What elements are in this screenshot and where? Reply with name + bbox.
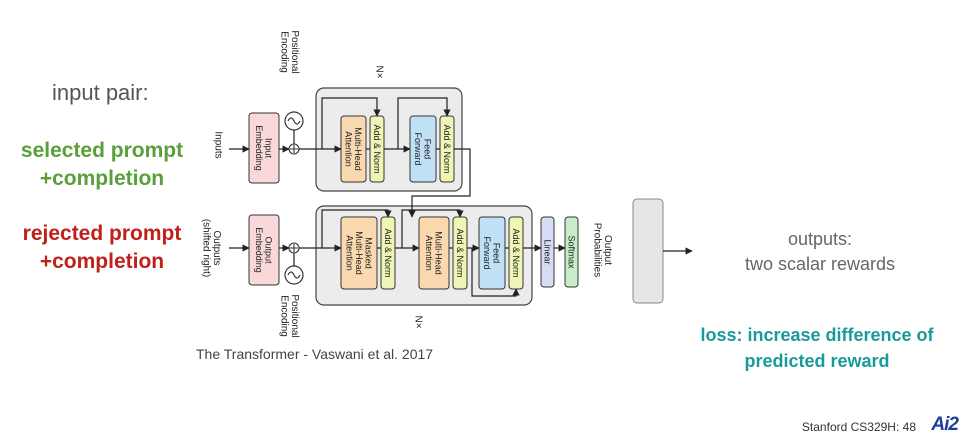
loss-label: loss: increase difference of predicted r… [700,322,933,374]
rejected-line-2: +completion [39,250,165,273]
encoder-add-norm-2-label: Add & Norm [442,124,452,173]
decoder-sum-icon-cross [290,244,298,252]
masked-attention-block-label: MaskedMulti-HeadAttention [344,231,373,275]
softmax-block-label: Softmax [566,235,576,269]
loss-line-1: loss: increase difference of [700,325,934,345]
decoder-positional-encoding-label: PositionalEncoding [278,294,300,337]
cross-attention-block [418,216,450,290]
decoder-add-norm-1-label: Add & Norm [383,228,393,277]
residual-dec-2 [401,209,464,248]
selected-line-1: selected prompt [20,139,184,162]
residual-dec-3 [471,248,520,297]
rejected-label: rejected prompt +completion [23,220,182,276]
encoder-feed-forward-block-label: FeedForward [413,132,432,165]
encoder-positional-wave-icon-wave [287,117,301,125]
decoder-add-norm-3-label: Add & Norm [511,228,521,277]
encoder-attention-block-label: Multi-HeadAttention [344,127,363,171]
linear-block [540,216,555,288]
encoder-to-decoder [408,148,471,218]
figure-caption: The Transformer - Vaswani et al. 2017 [196,346,434,362]
masked-attention-block [340,216,378,290]
decoder-nx-label: N× [413,315,424,328]
outputs-label: outputs: two scalar rewards [745,227,895,277]
output-embedding-block-label: OutputEmbedding [254,227,273,273]
rejected-line-1: rejected prompt [22,222,182,245]
residual-enc-1 [321,97,381,149]
encoder-add-norm-1-label: Add & Norm [372,124,382,173]
decoder-feed-forward-block [478,216,506,290]
selected-line-2: +completion [39,167,165,190]
linear-block-label: Linear [542,239,552,264]
output-probabilities-label: OutputProbabilities [591,223,613,277]
outputs-line-1: outputs: [787,229,853,249]
decoder-add-norm-2-label: Add & Norm [455,228,465,277]
encoder-sum-icon-cross [290,145,298,153]
decoder-positional-wave-icon-wave [287,271,301,279]
ai2-logo: Ai2 [931,414,959,435]
cross-attention-block-label: Multi-HeadAttention [424,231,443,275]
selected-label: selected prompt +completion [21,137,183,193]
input-pair-label: input pair: [52,80,149,105]
footer-course-page: Stanford CS329H: 48 [801,420,916,434]
encoder-nx-label: N× [374,65,385,78]
encoder-positional-encoding-label: PositionalEncoding [278,30,300,73]
input-embedding-block-label: InputEmbedding [254,125,273,171]
residual-dec-1 [321,209,392,248]
loss-line-2: predicted reward [744,351,890,371]
decoder-feed-forward-block-label: FeedForward [482,236,501,269]
outputs-line-2: two scalar rewards [744,254,896,274]
outputs-shifted-label: Outputs(shifted right) [200,219,222,277]
residual-enc-2 [397,97,451,149]
softmax-block [564,216,579,288]
inputs-label: Inputs [213,131,224,158]
reward-head-block [632,198,664,304]
